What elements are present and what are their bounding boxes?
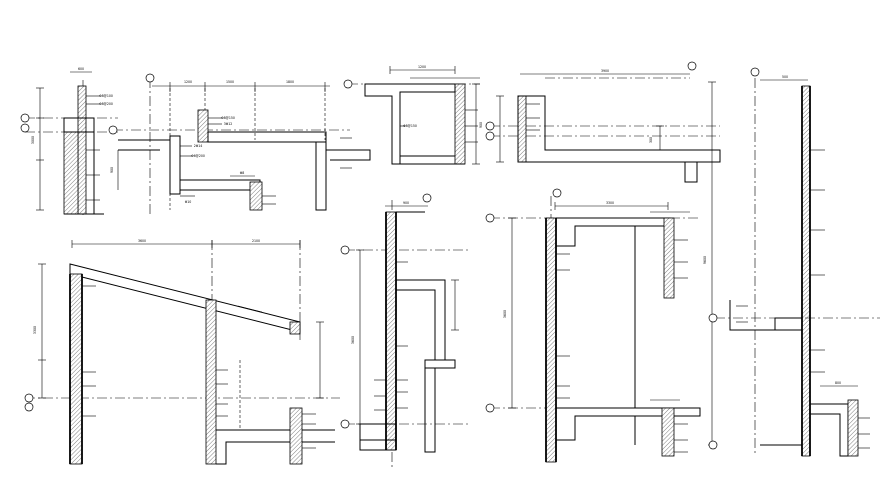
grid-bubble-4a <box>687 61 697 71</box>
section-detail-7: 900 3600 <box>345 200 470 470</box>
grid-bubble-3a <box>343 79 353 89</box>
svg-text:Φ10: Φ10 <box>185 200 192 204</box>
svg-text:3600: 3600 <box>351 336 355 344</box>
svg-text:900: 900 <box>110 167 114 173</box>
grid-bubble-8a <box>552 188 562 198</box>
svg-text:Φ8@100: Φ8@100 <box>99 94 113 98</box>
grid-bubble-5c <box>708 440 718 450</box>
grid-bubble-5a <box>750 67 760 77</box>
grid-bubble-8b <box>485 213 495 223</box>
grid-bubble-1b <box>20 123 30 133</box>
svg-text:3Φ12: 3Φ12 <box>224 122 233 126</box>
grid-bubble-2a <box>145 73 155 83</box>
svg-text:3600: 3600 <box>138 239 146 243</box>
svg-text:3600: 3600 <box>503 310 507 318</box>
svg-text:Φ8: Φ8 <box>240 171 245 175</box>
svg-text:600: 600 <box>78 67 84 71</box>
svg-text:1800: 1800 <box>286 80 294 84</box>
section-detail-1: 600 3000 Φ8@100 Φ8@200 <box>25 67 118 215</box>
svg-text:3000: 3000 <box>31 136 35 144</box>
svg-text:300: 300 <box>649 137 653 143</box>
grid-bubble-7a <box>422 193 432 203</box>
section-detail-6: 3600 2100 3300 <box>25 239 340 465</box>
svg-text:Φ8@200: Φ8@200 <box>99 102 113 106</box>
grid-bubble-5b <box>708 313 718 323</box>
svg-text:1200: 1200 <box>418 65 426 69</box>
grid-bubble-4b <box>485 121 495 131</box>
svg-text:Φ6@200: Φ6@200 <box>191 154 205 158</box>
section-detail-5: 9600 500 800 <box>703 75 880 457</box>
svg-text:900: 900 <box>403 201 409 205</box>
svg-text:500: 500 <box>782 75 788 79</box>
svg-text:800: 800 <box>835 381 841 385</box>
section-detail-2: 1200 1500 1800 900 Φ8@150 3Φ12 2Φ14 Φ6@2… <box>110 78 371 215</box>
svg-text:3300: 3300 <box>33 326 37 334</box>
section-detail-4: 3900 300 <box>490 69 721 183</box>
section-detail-8: 3300 3600 <box>490 196 701 463</box>
svg-text:Φ8@150: Φ8@150 <box>221 116 235 120</box>
svg-text:3900: 3900 <box>601 69 609 73</box>
grid-bubble-8c <box>485 403 495 413</box>
section-detail-3: 1200 900 Φ8@150 <box>348 65 483 165</box>
svg-text:Φ8@150: Φ8@150 <box>403 124 417 128</box>
grid-bubble-6a <box>24 393 34 403</box>
grid-bubble-7c <box>340 419 350 429</box>
svg-text:2Φ14: 2Φ14 <box>194 144 203 148</box>
grid-bubble-1a <box>20 113 30 123</box>
grid-bubble-2b <box>108 125 118 135</box>
svg-text:900: 900 <box>479 122 483 128</box>
grid-bubble-7b <box>340 245 350 255</box>
grid-bubble-4c <box>485 131 495 141</box>
svg-text:1200: 1200 <box>184 80 192 84</box>
svg-text:2100: 2100 <box>252 239 260 243</box>
svg-text:1500: 1500 <box>226 80 234 84</box>
svg-text:9600: 9600 <box>703 256 707 264</box>
svg-text:3300: 3300 <box>606 201 614 205</box>
grid-bubble-6b <box>24 402 34 412</box>
